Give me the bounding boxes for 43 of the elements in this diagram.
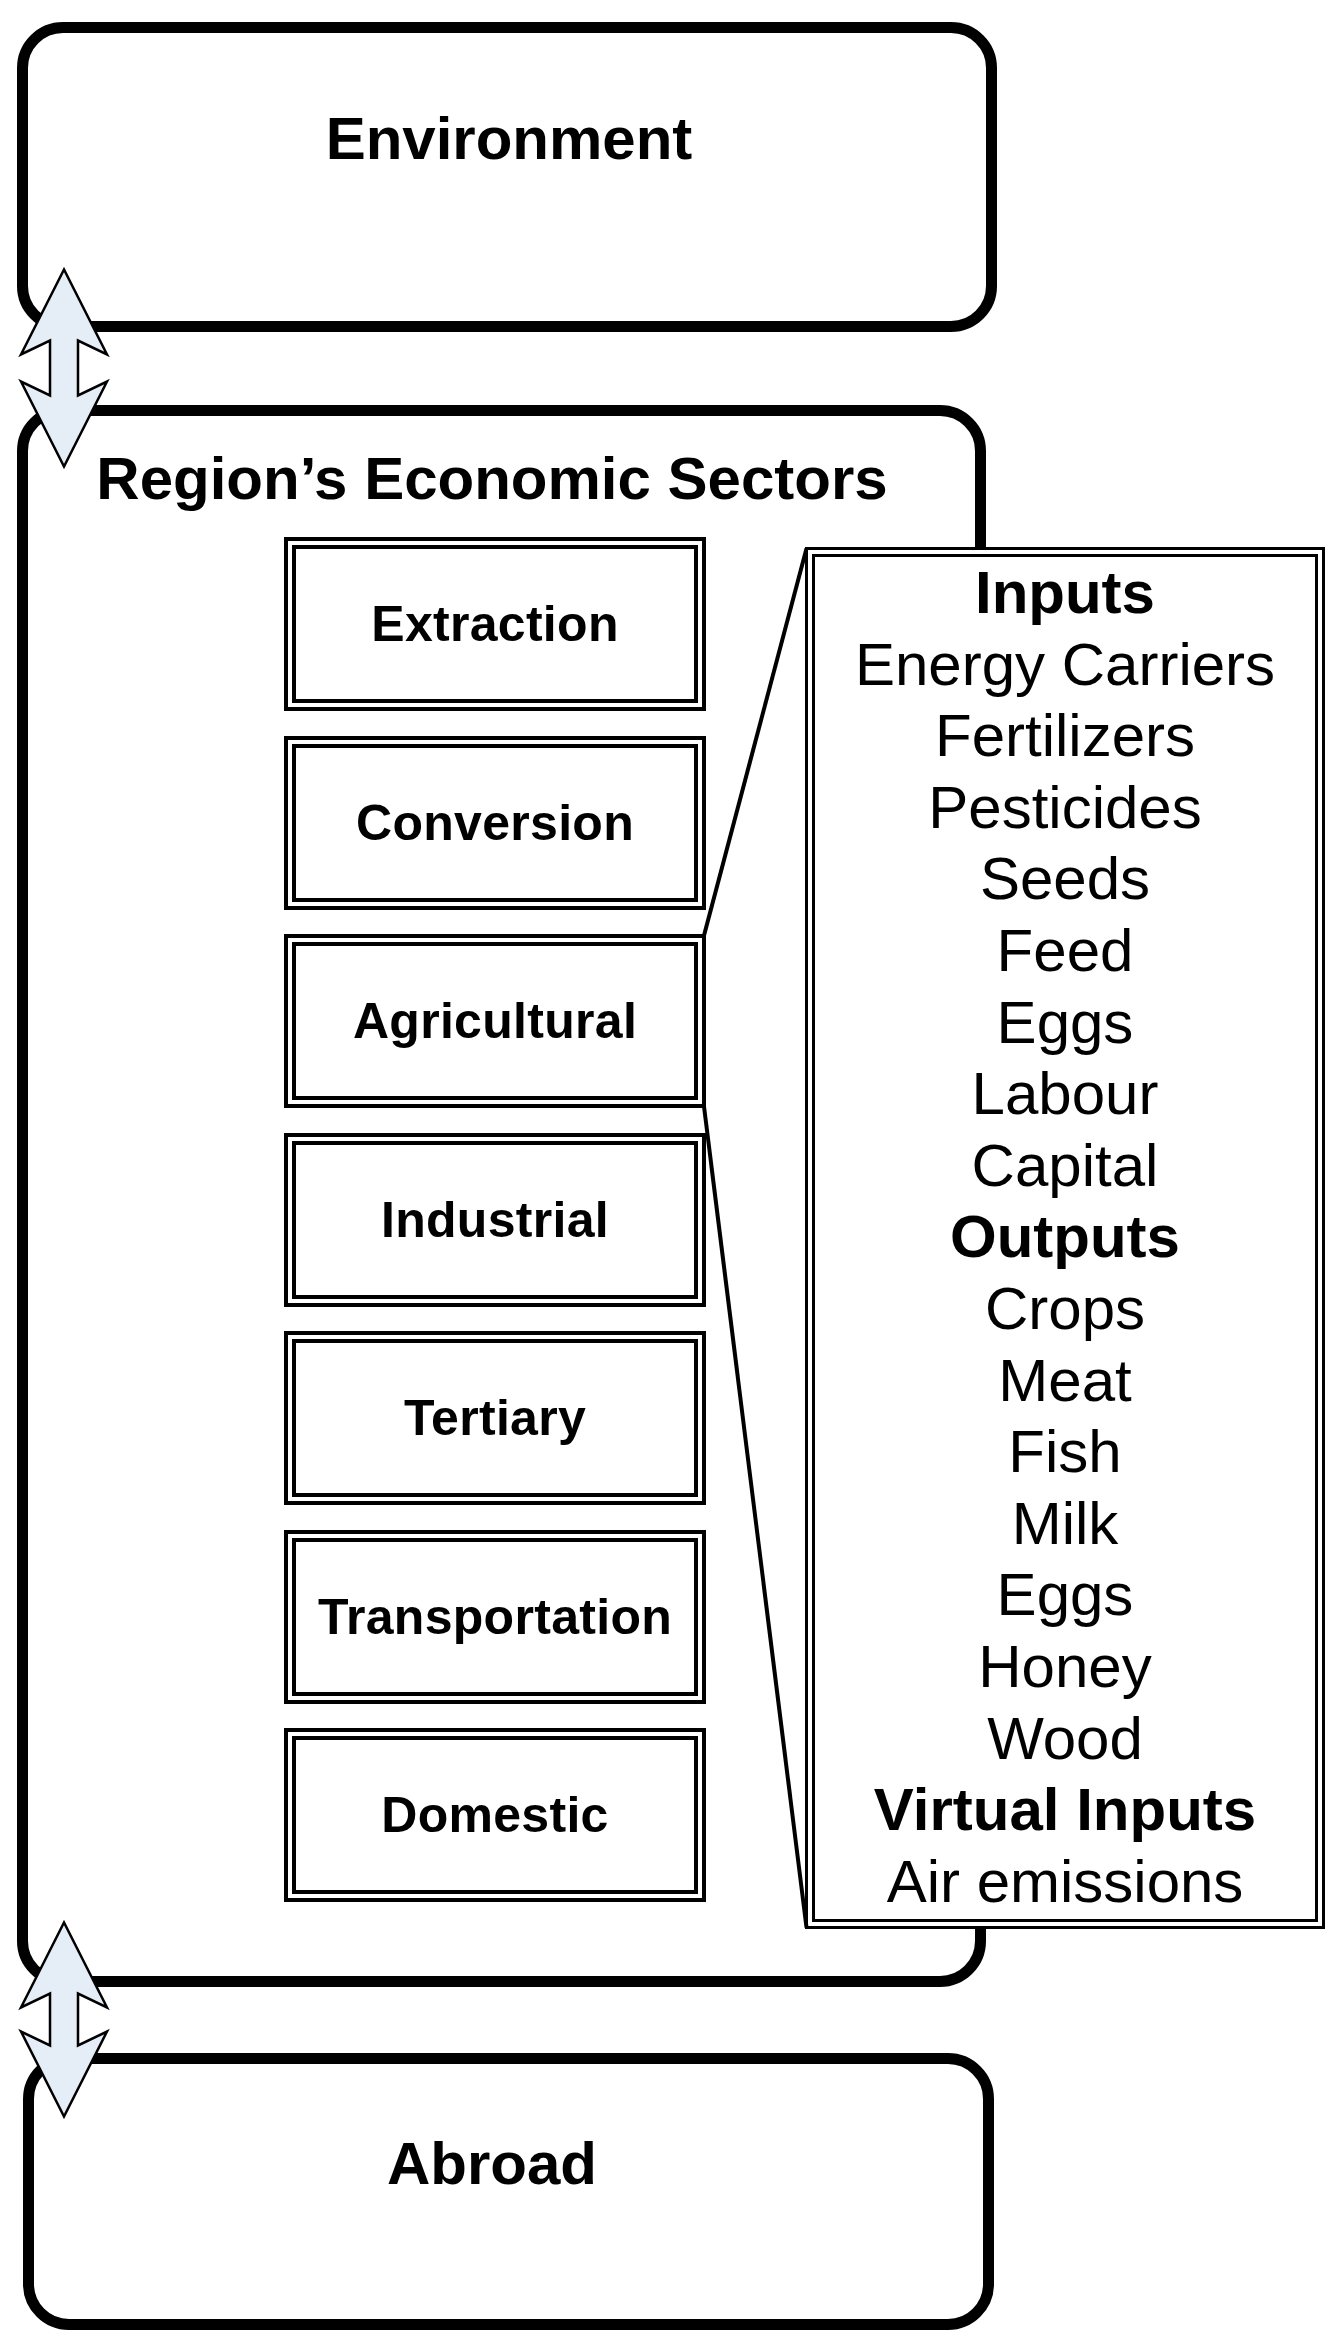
list-item: Milk: [1011, 1488, 1119, 1559]
sector-label: Industrial: [381, 1190, 609, 1249]
section-heading: Inputs: [975, 558, 1155, 628]
double-headed-block-arrow: [18, 266, 110, 470]
sector-box: [284, 1331, 706, 1505]
sector-label: Conversion: [355, 793, 635, 852]
callout-tooltip: [805, 547, 1325, 1929]
list-item: Crops: [984, 1273, 1146, 1344]
section-heading: Virtual Inputs: [873, 1775, 1257, 1846]
callout-line: [702, 548, 809, 936]
sector-label: Tertiary: [403, 1389, 587, 1447]
list-item: Wood: [987, 1703, 1143, 1774]
double-headed-block-arrow: [18, 1919, 110, 2120]
list-item: Capital: [971, 1130, 1159, 1201]
list-item: Fertilizers: [935, 701, 1195, 772]
box-title: Region’s Economic Sectors: [96, 445, 888, 513]
callout-line: [702, 1106, 809, 1928]
sector-label: Agricultural: [352, 992, 638, 1050]
sector-box: [284, 537, 706, 711]
rounded-box: [16, 21, 997, 332]
sector-label: Transportation: [317, 1587, 673, 1646]
box-title: Environment: [325, 105, 693, 173]
list-item: Fish: [1008, 1417, 1122, 1488]
list-item: Energy Carriers: [854, 629, 1276, 700]
list-item: Pesticides: [928, 772, 1202, 843]
sector-box: [284, 1529, 706, 1704]
list-item: Seeds: [979, 844, 1151, 915]
rounded-box: [22, 2052, 994, 2330]
list-item: Feed: [996, 915, 1134, 986]
list-item: Meat: [998, 1345, 1132, 1416]
list-item: Eggs: [996, 1560, 1134, 1631]
box-title: Abroad: [387, 2130, 597, 2198]
list-item: Air emissions: [886, 1846, 1244, 1917]
list-item: Labour: [971, 1059, 1159, 1130]
sector-box: [284, 735, 706, 910]
sector-box: [284, 1728, 706, 1902]
list-item: Eggs: [996, 987, 1134, 1058]
sector-box: [284, 934, 706, 1108]
sector-box: [284, 1132, 706, 1307]
section-heading: Outputs: [950, 1202, 1180, 1273]
list-item: Honey: [978, 1631, 1152, 1702]
sector-label: Domestic: [381, 1786, 609, 1844]
sector-label: Extraction: [371, 595, 619, 653]
